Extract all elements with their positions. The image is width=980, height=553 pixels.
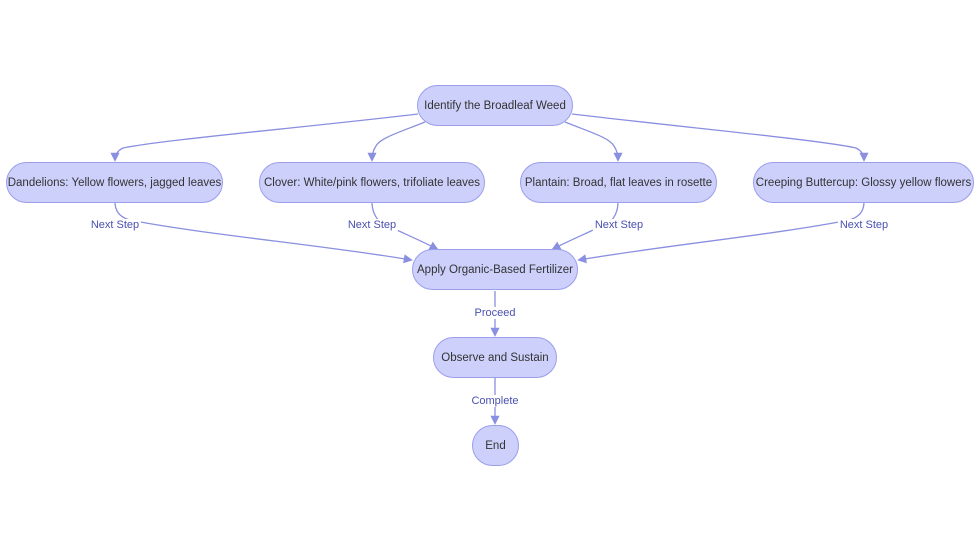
edge-identify-buttercup bbox=[571, 113, 869, 162]
node-clover: Clover: White/pink flowers, trifoliate l… bbox=[259, 162, 485, 203]
node-identify-weed-label: Identify the Broadleaf Weed bbox=[424, 99, 566, 112]
node-identify-weed: Identify the Broadleaf Weed bbox=[417, 85, 573, 126]
edge-identify-clover bbox=[367, 121, 426, 162]
node-fertilizer-label: Apply Organic-Based Fertilizer bbox=[417, 263, 573, 276]
edge-label-buttercup-next: Next Step bbox=[837, 219, 891, 231]
edge-label-dandelions-next: Next Step bbox=[88, 219, 142, 231]
edge-identify-dandelions bbox=[110, 113, 419, 162]
edge-label-complete: Complete bbox=[469, 395, 521, 407]
node-buttercup: Creeping Buttercup: Glossy yellow flower… bbox=[753, 162, 974, 203]
node-end-label: End bbox=[485, 439, 506, 452]
edge-dandelions-fertilizer bbox=[114, 201, 413, 264]
edge-label-plantain-next: Next Step bbox=[592, 219, 646, 231]
node-dandelions: Dandelions: Yellow flowers, jagged leave… bbox=[6, 162, 223, 203]
node-fertilizer: Apply Organic-Based Fertilizer bbox=[412, 249, 578, 290]
node-plantain: Plantain: Broad, flat leaves in rosette bbox=[520, 162, 717, 203]
node-buttercup-label: Creeping Buttercup: Glossy yellow flower… bbox=[755, 176, 972, 189]
node-dandelions-label: Dandelions: Yellow flowers, jagged leave… bbox=[7, 176, 222, 189]
edge-identify-plantain bbox=[564, 121, 623, 162]
edge-label-clover-next: Next Step bbox=[345, 219, 399, 231]
node-clover-label: Clover: White/pink flowers, trifoliate l… bbox=[263, 176, 481, 189]
edge-label-proceed: Proceed bbox=[472, 307, 518, 319]
node-observe-label: Observe and Sustain bbox=[441, 351, 549, 364]
node-observe: Observe and Sustain bbox=[433, 337, 557, 378]
edge-buttercup-fertilizer bbox=[577, 201, 865, 264]
node-plantain-label: Plantain: Broad, flat leaves in rosette bbox=[524, 176, 713, 189]
node-end: End bbox=[472, 425, 519, 466]
